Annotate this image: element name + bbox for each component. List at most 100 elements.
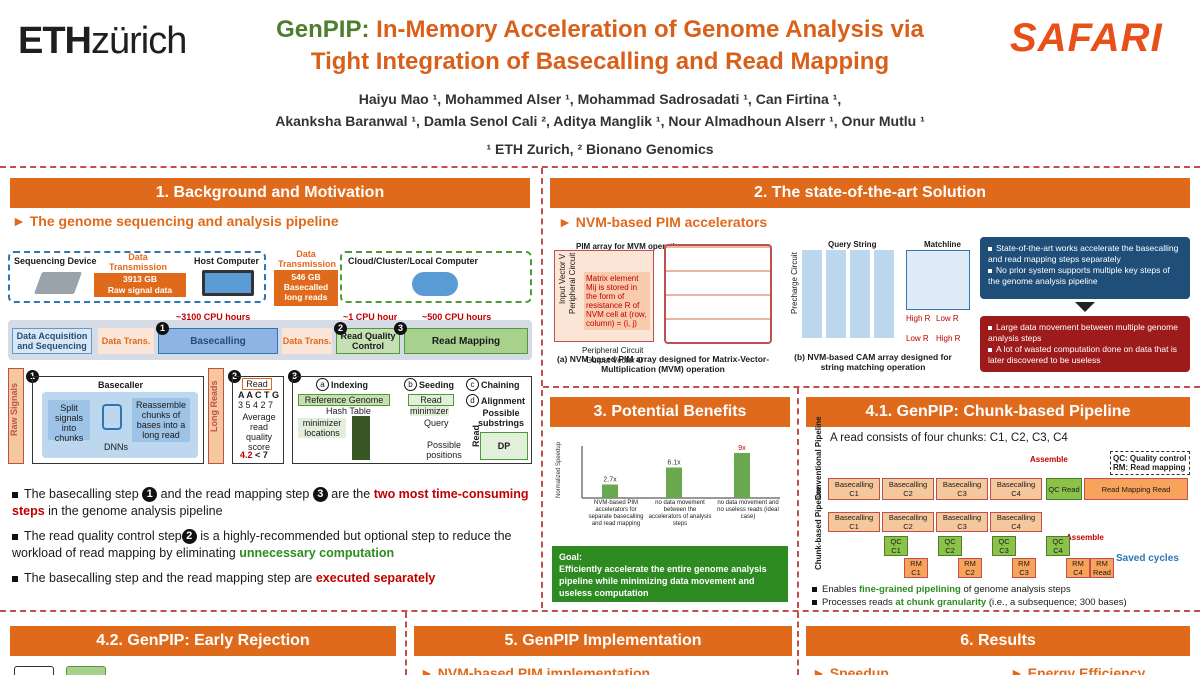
- chunk-bc-4: Basecalling C4: [990, 512, 1042, 532]
- chunk-rm-5: RM Read: [1090, 558, 1114, 578]
- section6-sub-speedup: ► Speedup: [812, 665, 889, 675]
- dnn-icon: [102, 404, 122, 430]
- fig-a-caption: (a) NVM-based PIM array designed for Mat…: [556, 354, 770, 374]
- substep-c-marker: c: [466, 378, 479, 391]
- bar1-caption: NVM-based PIM accelerators for separate …: [588, 500, 644, 527]
- qc-detail-box: [232, 376, 284, 464]
- section41-header: 4.1. GenPIP: Chunk-based Pipeline: [806, 397, 1190, 427]
- cam-array-figure: Query String Precharge Circuit Matchline…: [786, 238, 972, 346]
- sota-bullet-1: State-of-the-art works accelerate the ba…: [988, 243, 1179, 264]
- peripheral-left-label: Peripheral Circuit: [568, 252, 577, 314]
- output-vector-label: Output Vector O: [586, 356, 644, 365]
- bar2-caption: no data movement between the accelerator…: [648, 500, 712, 527]
- query-string-label: Query String: [828, 240, 877, 249]
- section41-bullets: Enables fine-grained pipelining of genom…: [812, 583, 1127, 609]
- cloud-box: [340, 251, 532, 303]
- alignment-label: Alignment: [481, 396, 525, 406]
- conv-cell-4: Basecalling C4: [990, 478, 1042, 500]
- problem-bullet-2: A lot of wasted computation done on data…: [988, 344, 1177, 365]
- section3-divider: [797, 388, 799, 608]
- query-label: Query: [424, 418, 449, 428]
- bullet-chunk-granularity: Processes reads at chunk granularity (i.…: [812, 596, 1127, 609]
- basecaller-box: [32, 376, 204, 464]
- minimizer-locations-label: minimizer locations: [298, 418, 346, 438]
- section1-subtitle: ► The genome sequencing and analysis pip…: [12, 213, 339, 229]
- qc-read-label: Read: [242, 378, 272, 390]
- header-divider: [0, 166, 1200, 168]
- laptop-icon: [202, 270, 254, 296]
- chunk-based-label: Chunk-based Pipeline: [814, 486, 823, 570]
- basecaller-label: Basecaller: [98, 380, 144, 390]
- conv-cell-2: Basecalling C2: [882, 478, 934, 500]
- bullet-fine-grained: Enables fine-grained pipelining of genom…: [812, 583, 1127, 596]
- bottom-divider-1: [405, 612, 407, 675]
- seeding-label: Seeding: [419, 380, 455, 390]
- conv-cell-6: Read Mapping Read: [1084, 478, 1188, 500]
- speedup-label-1: 2.7x: [603, 477, 617, 484]
- assemble-label-1: Assemble: [1030, 455, 1068, 464]
- bar3-caption: no data movement and no useless reads (i…: [717, 500, 779, 520]
- stage-read-mapping: Read Mapping: [404, 328, 528, 354]
- speedup-label-2: 6.1x: [667, 460, 681, 467]
- speedup-bar-3: [734, 453, 750, 498]
- cam-cell-detail: [906, 250, 970, 310]
- substep-b-marker: b: [404, 378, 417, 391]
- long-reads-bar: [208, 368, 224, 464]
- mapping-detail-box: [292, 376, 532, 464]
- chunk-qc-2: QC C2: [938, 536, 962, 556]
- matchline-label: Matchline: [924, 240, 961, 249]
- stage-trans2: Data Trans.: [282, 328, 332, 354]
- reassemble-step: Reassemble chunks of bases into a long r…: [132, 398, 190, 442]
- stage-basecalling: Basecalling: [158, 328, 278, 354]
- chunk-qc-1: QC C1: [884, 536, 908, 556]
- goal-box: Goal: Efficiently accelerate the entire …: [552, 546, 788, 602]
- hash-table-label: Hash Table: [326, 406, 371, 416]
- dnns-label: DNNs: [104, 442, 128, 452]
- indexing-label: Indexing: [331, 380, 369, 390]
- section1-bullets: The basecalling step 1 and the read mapp…: [12, 486, 532, 587]
- pim-mvm-figure: PIM array for MVM operation Input Vector…: [552, 236, 774, 376]
- dp-read-label: Read: [471, 424, 481, 447]
- affiliations: ¹ ETH Zurich, ² Bionano Genomics: [486, 141, 714, 157]
- high-r-label-2: High R: [936, 334, 961, 343]
- chunk-bc-3: Basecalling C3: [936, 512, 988, 532]
- chaining-label: Chaining: [481, 380, 520, 390]
- data-trans2-label: Data Transmission: [278, 249, 337, 269]
- sota-problems-box: Large data movement between multiple gen…: [980, 316, 1190, 372]
- down-arrow-icon: [1075, 302, 1095, 312]
- goal-label: Goal:: [559, 552, 583, 562]
- low-r-label-1: Low R: [936, 314, 959, 323]
- speedup-label-3: 9x: [738, 445, 746, 452]
- raw-signals-bar: [8, 368, 24, 464]
- reference-genome-label: Reference Genome: [298, 394, 390, 406]
- substep-d-marker: d: [466, 394, 479, 407]
- column-divider: [541, 168, 543, 608]
- cpu-hours-mapping: ~500 CPU hours: [422, 312, 492, 322]
- cam-grid: [802, 250, 898, 338]
- conv-cell-5: QC Read: [1046, 478, 1082, 500]
- step-2-marker: 2: [334, 322, 347, 335]
- stage-qc: Read Quality Control: [336, 328, 400, 354]
- split-step: Split signals into chunks: [48, 400, 90, 443]
- section2-subtitle: ► NVM-based PIM accelerators: [558, 214, 768, 230]
- chunk-rm-2: RM C2: [958, 558, 982, 578]
- section5-subtitle: ► NVM-based PIM implementation: [420, 665, 651, 675]
- chunk-qc-3: QC C3: [992, 536, 1016, 556]
- qc-bases: A A C T G: [238, 390, 279, 400]
- peripheral-bottom-label: Peripheral Circuit: [582, 346, 644, 355]
- sota-summary-box: State-of-the-art works accelerate the ba…: [980, 237, 1190, 299]
- stage-acquisition: Data Acquisition and Sequencing: [12, 328, 92, 354]
- long-reads-label: Long Reads: [209, 380, 219, 432]
- authors: Haiyu Mao ¹, Mohammed Alser ¹, Mohammad …: [275, 91, 925, 129]
- safari-logo: SAFARI: [1010, 16, 1163, 60]
- quality-comparison: 4.2 < 7: [240, 450, 268, 460]
- possible-positions-label: Possible positions: [426, 440, 462, 460]
- sota-bullet-2: No prior system supports multiple key st…: [988, 265, 1170, 286]
- bullet-basecalling-mapping: The basecalling step 1 and the read mapp…: [12, 487, 529, 518]
- stage-trans1: Data Trans.: [98, 328, 154, 354]
